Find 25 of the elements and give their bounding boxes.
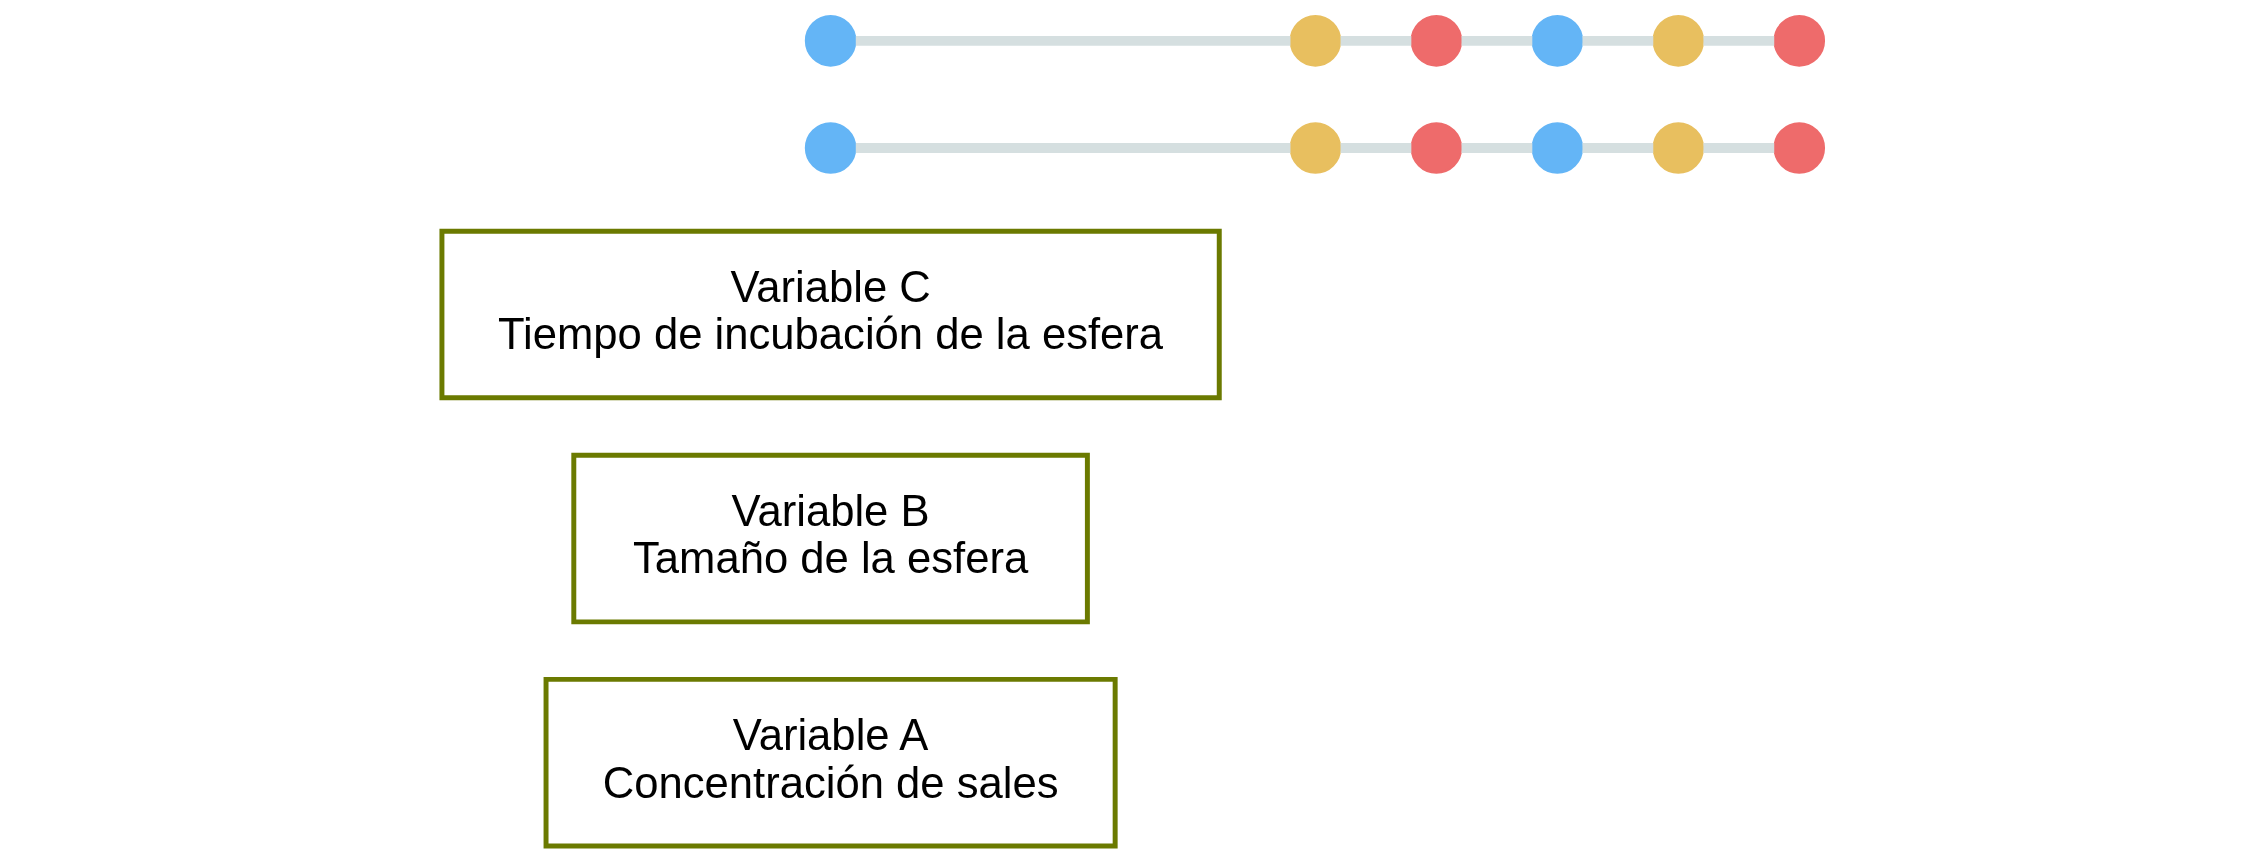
node-circle (1652, 15, 1704, 67)
node-circle (1773, 122, 1825, 174)
connector (1581, 35, 1653, 46)
connector (1702, 142, 1774, 153)
node-circle (1289, 122, 1341, 174)
node-circle (804, 15, 856, 67)
node-box: Variable C Tiempo de incubación de la esfera (438, 228, 1222, 401)
connector (1340, 142, 1411, 153)
node-circle (1652, 122, 1704, 174)
connector (855, 35, 1290, 46)
connector (1702, 35, 1774, 46)
connector (855, 142, 1290, 153)
node-box: Variable A Concentración de sales (543, 676, 1118, 849)
connector (1461, 142, 1532, 153)
connector (1461, 35, 1532, 46)
node-circle (1410, 122, 1462, 174)
node-circle (1773, 15, 1825, 67)
connector (1581, 142, 1653, 153)
node-circle (804, 122, 856, 174)
connector (1340, 35, 1411, 46)
node-circle (1410, 15, 1462, 67)
node-circle (1289, 15, 1341, 67)
node-circle (1531, 122, 1583, 174)
node-box: Variable B Tamaño de la esfera (570, 452, 1090, 625)
node-circle (1531, 15, 1583, 67)
